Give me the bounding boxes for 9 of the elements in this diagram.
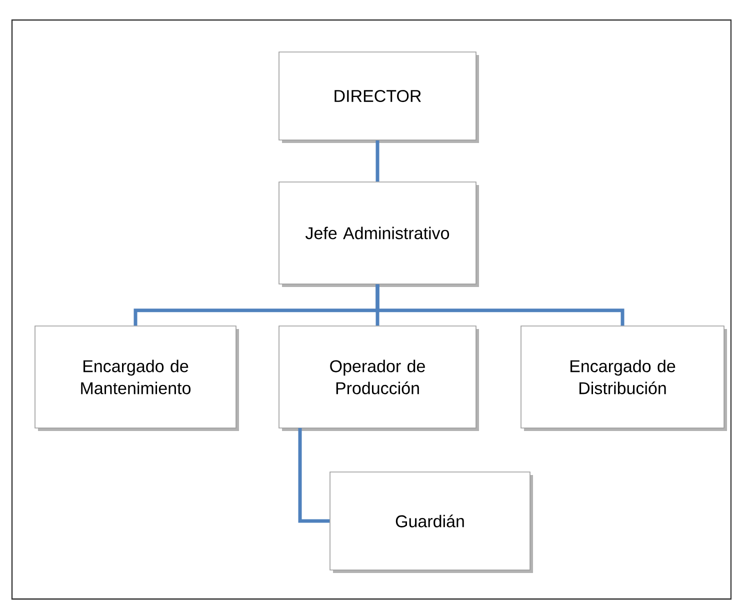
org-box: Encargado de Mantenimiento — [34, 326, 239, 431]
connector-line — [376, 284, 624, 326]
org-box: Guardián — [330, 472, 533, 573]
connector-line — [376, 140, 380, 182]
org-box: Encargado de Distribución — [520, 326, 727, 431]
org-box: Jefe Administrativo — [278, 182, 479, 287]
connector-line — [298, 428, 330, 523]
org-box: Operador de Producción — [278, 326, 479, 431]
org-box: DIRECTOR — [278, 52, 479, 143]
